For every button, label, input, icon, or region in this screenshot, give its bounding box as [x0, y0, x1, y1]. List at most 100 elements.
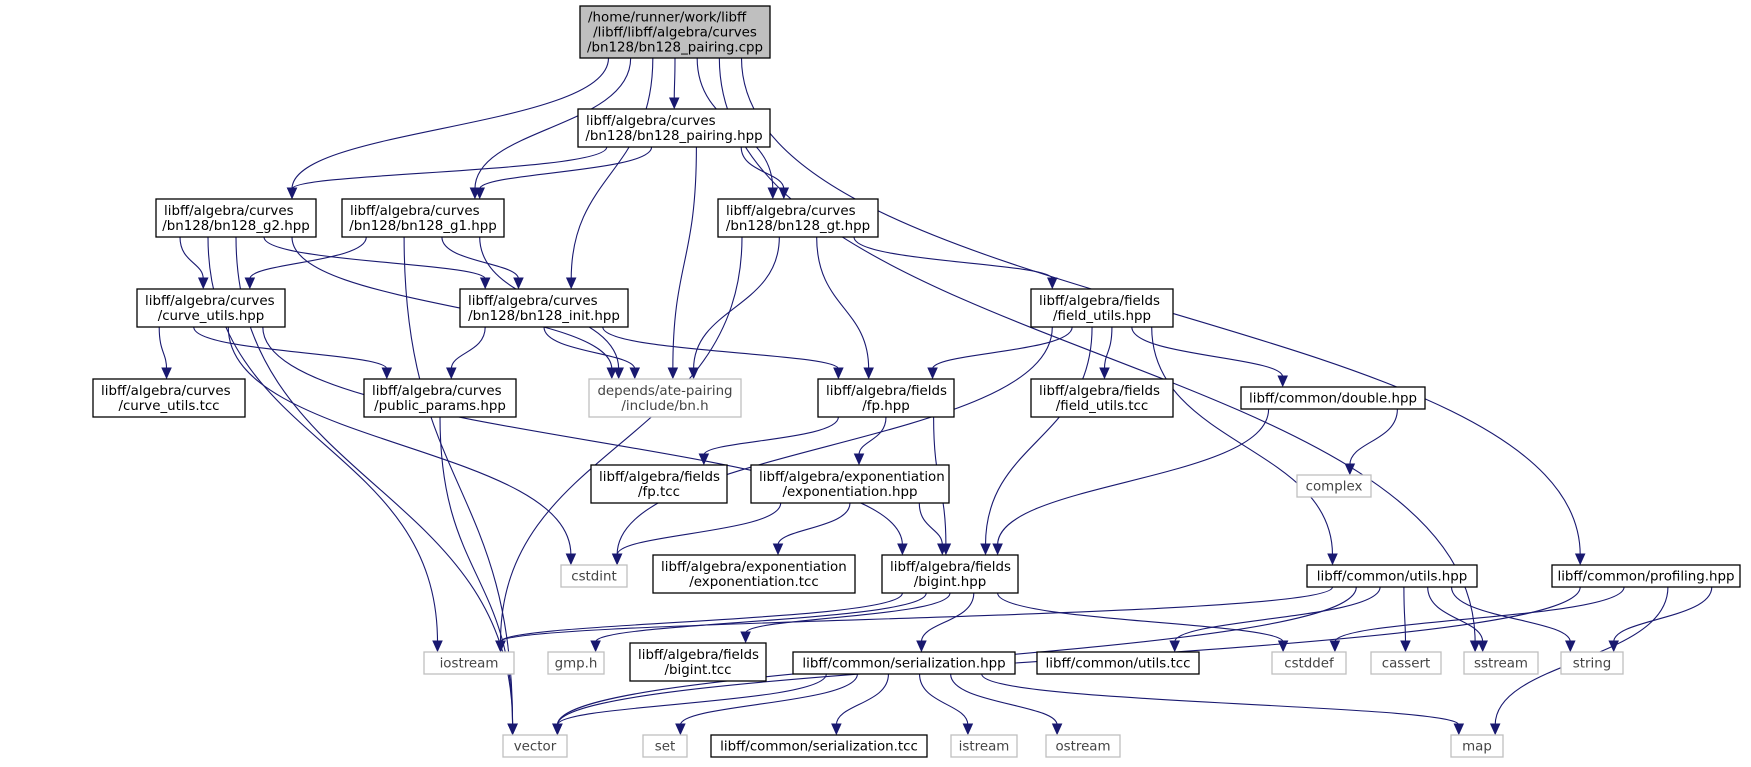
node-box: [590, 464, 728, 504]
node-label-line: complex: [1306, 480, 1363, 495]
edge-utils_hpp-to-iostream: [495, 586, 1334, 653]
node-label-line: depends/ate-pairing: [597, 384, 732, 399]
edge-g1-to-init: [441, 236, 524, 290]
node-label-line: libff/common/profiling.hpp: [1557, 570, 1734, 585]
edge-gt-to-fp_hpp: [816, 236, 874, 380]
node-gmp: gmp.h: [547, 651, 605, 675]
node-fp-hpp[interactable]: libff/algebra/fields/fp.hpp: [817, 378, 955, 418]
node-box: [1370, 651, 1442, 675]
node-iostream: iostream: [423, 651, 515, 675]
node-curve-utils-tcc[interactable]: libff/algebra/curves/curve_utils.tcc: [92, 378, 246, 418]
node-curve-utils[interactable]: libff/algebra/curves/curve_utils.hpp: [136, 288, 286, 328]
node-label-line: /field_utils.hpp: [1053, 309, 1151, 324]
node-set: set: [642, 734, 688, 758]
node-label-line: /fp.hpp: [862, 399, 909, 414]
node-box: [1030, 288, 1174, 328]
node-label-line: libff/algebra/fields: [826, 384, 947, 399]
node-label-line: libff/algebra/exponentiation: [759, 470, 945, 485]
node-label-line: string: [1573, 657, 1611, 672]
node-field-utils-tcc[interactable]: libff/algebra/fields/field_utils.tcc: [1030, 378, 1174, 418]
edge-root-to-g1: [469, 57, 632, 200]
nodes: /home/runner/work/libff/libff/libff/alge…: [92, 5, 1741, 758]
node-bigint[interactable]: libff/algebra/fields/bigint.hpp: [881, 554, 1019, 594]
node-label-line: libff/common/utils.tcc: [1046, 657, 1191, 672]
edge-gt-to-field_utils: [853, 236, 1058, 290]
node-init[interactable]: libff/algebra/curves/bn128/bn128_init.hp…: [459, 288, 629, 328]
edge-utils_hpp-to-cassert: [1400, 586, 1411, 653]
edge-field_utils-to-bigint: [980, 326, 1093, 556]
edge-root-to-sstream: [718, 57, 1481, 653]
node-box: [363, 378, 517, 418]
node-label-line: libff/algebra/curves: [350, 204, 480, 219]
node-exp-hpp[interactable]: libff/algebra/exponentiation/exponentiat…: [750, 464, 950, 504]
node-box: [817, 378, 955, 418]
node-bigint-tcc[interactable]: libff/algebra/fields/bigint.tcc: [629, 642, 767, 682]
node-profiling[interactable]: libff/common/profiling.hpp: [1551, 564, 1741, 588]
node-label-line: cstdint: [571, 570, 617, 585]
node-label-line: libff/common/utils.hpp: [1317, 570, 1467, 585]
node-box: [717, 198, 879, 238]
edge-init-to-public_params: [446, 326, 486, 380]
edge-root-to-pairing_hpp: [668, 57, 680, 110]
node-label-line: /bn128/bn128_gt.hpp: [726, 219, 870, 234]
node-box: [1463, 651, 1539, 675]
node-fp-tcc[interactable]: libff/algebra/fields/fp.tcc: [590, 464, 728, 504]
edge-curve_utils-to-bigint: [262, 326, 908, 556]
node-exp-tcc[interactable]: libff/algebra/exponentiation/exponentiat…: [652, 554, 856, 594]
node-box: [560, 564, 628, 588]
node-box: [1240, 386, 1426, 410]
node-label-line: /include/bn.h: [621, 399, 708, 414]
node-label-line: /bn128/bn128_pairing.cpp: [587, 41, 763, 56]
node-label-line: /bn128/bn128_g1.hpp: [349, 219, 497, 234]
node-label-line: map: [1462, 740, 1492, 755]
node-box: [92, 378, 246, 418]
node-pairing-hpp[interactable]: libff/algebra/curves/bn128/bn128_pairing…: [577, 108, 771, 148]
node-gt[interactable]: libff/algebra/curves/bn128/bn128_gt.hpp: [717, 198, 879, 238]
node-label-line: libff/algebra/curves: [164, 204, 294, 219]
node-double[interactable]: libff/common/double.hpp: [1240, 386, 1426, 410]
edge-field_utils-to-double: [1131, 326, 1288, 388]
node-label-line: vector: [514, 740, 557, 755]
node-label-line: libff/algebra/curves: [145, 294, 275, 309]
edge-pairing_hpp-to-bn_h: [667, 146, 697, 380]
node-box: [547, 651, 605, 675]
node-cassert: cassert: [1370, 651, 1442, 675]
node-label-line: libff/algebra/fields: [599, 470, 720, 485]
node-root[interactable]: /home/runner/work/libff/libff/libff/alge…: [579, 5, 771, 59]
node-box: [652, 554, 856, 594]
node-box: [1036, 651, 1200, 675]
node-vector: vector: [502, 734, 568, 758]
node-label-line: gmp.h: [555, 657, 598, 672]
node-label-line: libff/algebra/curves: [586, 114, 716, 129]
edge-field_utils-to-fp_hpp: [927, 326, 1073, 380]
node-g2[interactable]: libff/algebra/curves/bn128/bn128_g2.hpp: [155, 198, 317, 238]
node-box: [502, 734, 568, 758]
node-box: [579, 5, 771, 59]
edge-serial_hpp-to-ostream: [950, 673, 1063, 736]
node-complex: complex: [1296, 474, 1372, 498]
node-label-line: cstddef: [1284, 657, 1334, 672]
edge-serial_hpp-to-set: [675, 673, 858, 736]
node-box: [1306, 564, 1478, 588]
node-box: [1271, 651, 1347, 675]
edge-bigint-to-serial_hpp: [916, 592, 975, 653]
node-public-params[interactable]: libff/algebra/curves/public_params.hpp: [363, 378, 517, 418]
edge-double-to-complex: [1344, 408, 1398, 476]
node-field-utils[interactable]: libff/algebra/fields/field_utils.hpp: [1030, 288, 1174, 328]
node-serial-hpp[interactable]: libff/common/serialization.hpp: [792, 651, 1016, 675]
edge-init-to-fp_hpp: [602, 326, 844, 380]
node-g1[interactable]: libff/algebra/curves/bn128/bn128_g1.hpp: [341, 198, 505, 238]
edge-fp_hpp-to-fp_tcc: [698, 416, 839, 466]
node-label-line: /fp.tcc: [638, 485, 680, 500]
node-label-line: libff/algebra/fields: [1039, 384, 1160, 399]
node-label-line: cassert: [1382, 657, 1431, 672]
node-box: [1030, 378, 1174, 418]
node-label-line: /home/runner/work/libff: [588, 11, 747, 26]
node-utils-hpp[interactable]: libff/common/utils.hpp: [1306, 564, 1478, 588]
node-serial-tcc[interactable]: libff/common/serialization.tcc: [710, 734, 928, 758]
edge-fp_hpp-to-exp_hpp: [853, 416, 887, 466]
node-label-line: ostream: [1055, 740, 1110, 755]
node-utils-tcc[interactable]: libff/common/utils.tcc: [1036, 651, 1200, 675]
edge-public_params-to-vector: [439, 416, 518, 736]
